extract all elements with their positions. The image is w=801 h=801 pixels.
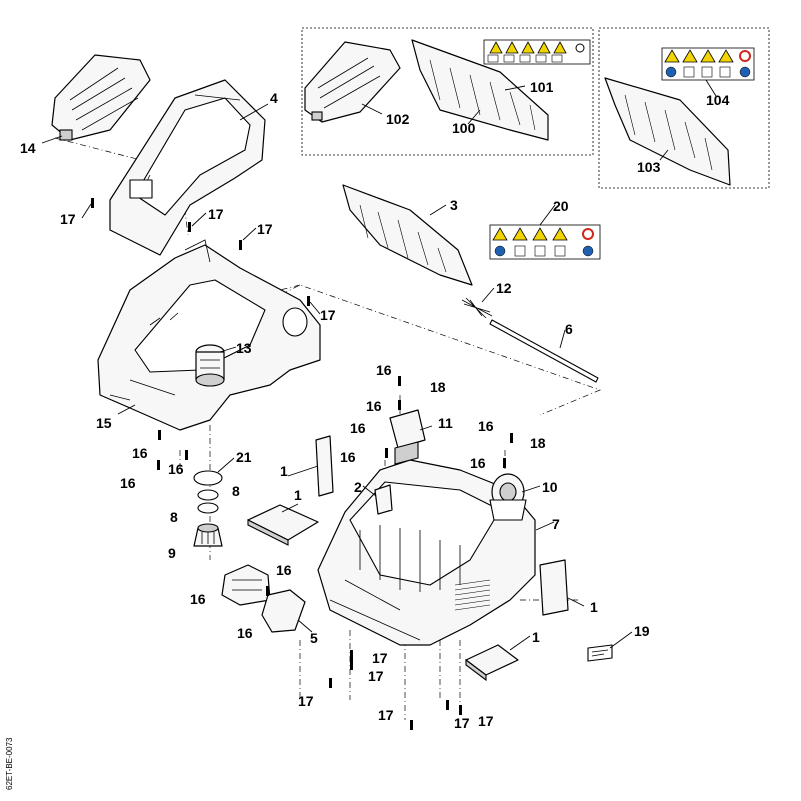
callout-18-a: 18 [430,379,446,395]
callout-6: 6 [565,321,573,337]
callout-16-h: 16 [168,461,184,477]
kit-box-103 [598,27,770,189]
callout-19: 19 [634,623,650,639]
part-20-warning-decal [489,224,601,260]
callout-7: 7 [552,516,560,532]
callout-16-a: 16 [376,362,392,378]
callout-18-b: 18 [530,435,546,451]
part-9-nozzle [193,523,223,547]
part-14-filter-cover [51,54,151,141]
part-8-washer-upper [197,489,219,501]
callout-16-e: 16 [340,449,356,465]
callout-4: 4 [270,90,278,106]
part-104-warning-decal [661,47,755,81]
callout-8-a: 8 [232,483,240,499]
part-21-o-ring [193,470,223,486]
callout-16-k: 16 [190,591,206,607]
part-3-side-panel [342,184,473,286]
callout-103: 103 [637,159,661,175]
callout-1-b: 1 [294,487,302,503]
callout-104: 104 [706,92,730,108]
callout-16-b: 16 [366,398,382,414]
callout-17-d: 17 [320,307,336,323]
callout-16-j: 16 [276,562,292,578]
part-11-motor-holder [389,409,426,465]
part-5-handle [221,564,306,633]
part-6-rod [489,319,599,383]
part-101-warning-decal [483,39,591,65]
part-19-label [587,644,613,662]
callout-1-c: 1 [590,599,598,615]
callout-21: 21 [236,449,252,465]
callout-14: 14 [20,140,36,156]
part-1-foam-strip-upper [315,435,334,497]
kit-box-100 [301,27,594,156]
callout-20: 20 [553,198,569,214]
part-4-frame-cover [109,79,266,256]
callout-17-a: 17 [60,211,76,227]
callout-9: 9 [168,545,176,561]
part-8-washer-lower [197,502,219,514]
callout-5: 5 [310,630,318,646]
callout-16-g: 16 [132,445,148,461]
part-103-side-panel [604,77,731,186]
callout-17-b: 17 [208,206,224,222]
callout-15: 15 [96,415,112,431]
screw-set [91,198,513,730]
callout-101: 101 [530,79,554,95]
callout-13: 13 [236,340,252,356]
callout-12: 12 [496,280,512,296]
callout-2: 2 [354,479,362,495]
callout-17-g: 17 [298,693,314,709]
part-2-bracket [374,484,393,515]
callout-16-d: 16 [478,418,494,434]
part-102-cover [304,41,401,123]
part-12-spring [461,297,493,319]
callout-11: 11 [438,415,453,431]
callout-3: 3 [450,197,458,213]
callout-17-h: 17 [378,707,394,723]
part-13-fill-cap [195,344,225,387]
callout-17-i: 17 [454,715,470,731]
callout-16-f: 16 [470,455,486,471]
callout-1-d: 1 [532,629,540,645]
part-15-main-housing [97,239,321,431]
part-1-foam-strip-right [539,559,569,616]
callout-16-l: 16 [237,625,253,641]
part-100-side-panel [411,39,549,141]
callout-1-a: 1 [280,463,288,479]
part-1-foam-pad-left [247,504,319,546]
callout-100: 100 [452,120,476,136]
callout-10: 10 [542,479,558,495]
leader-lines [41,79,717,651]
callout-16-i: 16 [120,475,136,491]
callout-8-b: 8 [170,509,178,525]
callout-17-j: 17 [478,713,494,729]
part-1-foam-pad-bottom [465,644,519,682]
callout-17-e: 17 [372,650,388,666]
callout-labels: 14 4 102 101 100 104 103 17 17 17 3 20 1… [20,79,730,731]
callout-17-c: 17 [257,221,273,237]
callout-16-c: 16 [350,420,366,436]
drawing-code: 62ET-BE-0073 [5,737,14,790]
part-10-fan-housing [489,473,527,521]
callout-102: 102 [386,111,410,127]
callout-17-f: 17 [368,668,384,684]
